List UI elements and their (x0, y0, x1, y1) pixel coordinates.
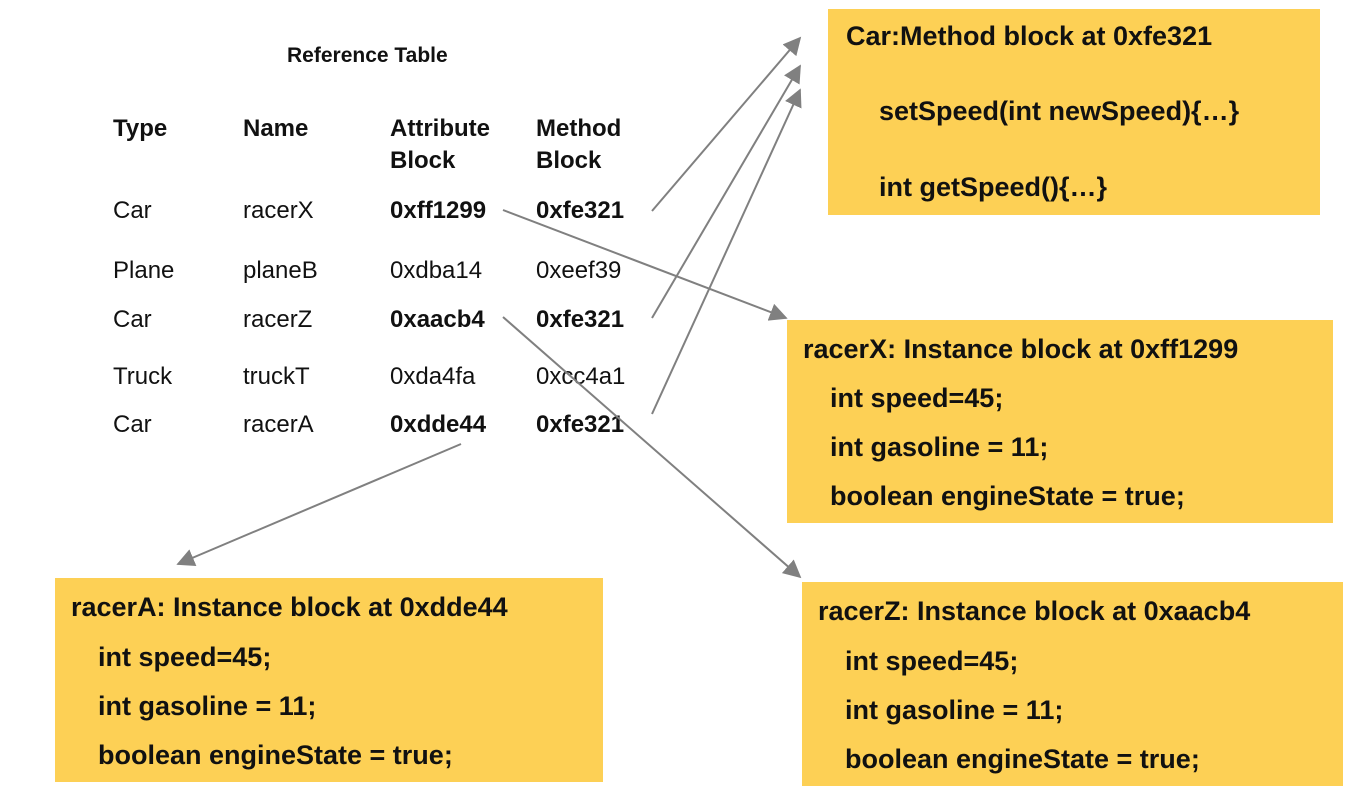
row-attribute: 0xda4fa (390, 363, 476, 390)
racera-box-line: int speed=45; (98, 642, 272, 672)
header-method-block: Method Block (536, 113, 621, 177)
row-method: 0xeef39 (536, 257, 622, 284)
method-box-title: Car:Method block at 0xfe321 (846, 21, 1213, 51)
racerx-box-line: int speed=45; (830, 383, 1004, 413)
header-method-line1: Method (536, 115, 622, 142)
row-method: 0xfe321 (536, 306, 625, 333)
row-name: truckT (243, 363, 310, 390)
row-attribute: 0xdba14 (390, 257, 483, 284)
racerz-box-line: boolean engineState = true; (845, 744, 1200, 774)
racera-instance-box: racerA: Instance block at 0xdde44 int sp… (55, 578, 603, 782)
header-type: Type (113, 115, 168, 142)
racerz-box-line: int gasoline = 11; (845, 695, 1064, 725)
racera-box-line: boolean engineState = true; (98, 740, 453, 770)
reference-table-title: Reference Table (287, 44, 448, 67)
arrow-racerx-instance (502, 209, 788, 321)
row-type: Car (113, 411, 152, 438)
row-method: 0xfe321 (536, 197, 625, 224)
row-type: Car (113, 197, 152, 224)
racerx-box-line: int gasoline = 11; (830, 432, 1049, 462)
row-method: 0xfe321 (536, 411, 625, 438)
racerx-instance-box: racerX: Instance block at 0xff1299 int s… (787, 320, 1333, 523)
row-type: Truck (113, 363, 173, 390)
row-type: Plane (113, 257, 175, 284)
row-attribute: 0xdde44 (390, 411, 487, 438)
racerz-box-title: racerZ: Instance block at 0xaacb4 (818, 596, 1251, 626)
header-attribute-line1: Attribute (390, 115, 490, 142)
method-block-box: Car:Method block at 0xfe321 setSpeed(int… (828, 9, 1320, 215)
arrow-racera-method (651, 88, 802, 415)
row-type: Car (113, 306, 152, 333)
method-box-line: int getSpeed(){…} (879, 172, 1108, 202)
row-name: racerX (243, 197, 314, 224)
row-attribute: 0xaacb4 (390, 306, 485, 333)
row-name: racerA (243, 411, 314, 438)
arrow-racera-instance (176, 443, 462, 566)
racera-box-title: racerA: Instance block at 0xdde44 (71, 592, 508, 622)
row-attribute: 0xff1299 (390, 197, 487, 224)
header-attribute-line2: Block (390, 147, 456, 174)
racerz-instance-box: racerZ: Instance block at 0xaacb4 int sp… (802, 582, 1343, 786)
row-name: planeB (243, 257, 318, 284)
arrow-racerz-instance (502, 316, 802, 579)
header-attribute-block: Attribute Block (390, 113, 490, 177)
arrow-racerz-method (651, 64, 801, 319)
header-name: Name (243, 115, 309, 142)
row-name: racerZ (243, 306, 313, 333)
method-box-line: setSpeed(int newSpeed){…} (879, 96, 1240, 126)
racera-box-line: int gasoline = 11; (98, 691, 317, 721)
racerz-box-line: int speed=45; (845, 646, 1019, 676)
racerx-box-title: racerX: Instance block at 0xff1299 (803, 334, 1239, 364)
header-method-line2: Block (536, 147, 602, 174)
racerx-box-line: boolean engineState = true; (830, 481, 1185, 511)
arrow-racerx-method (651, 36, 802, 212)
